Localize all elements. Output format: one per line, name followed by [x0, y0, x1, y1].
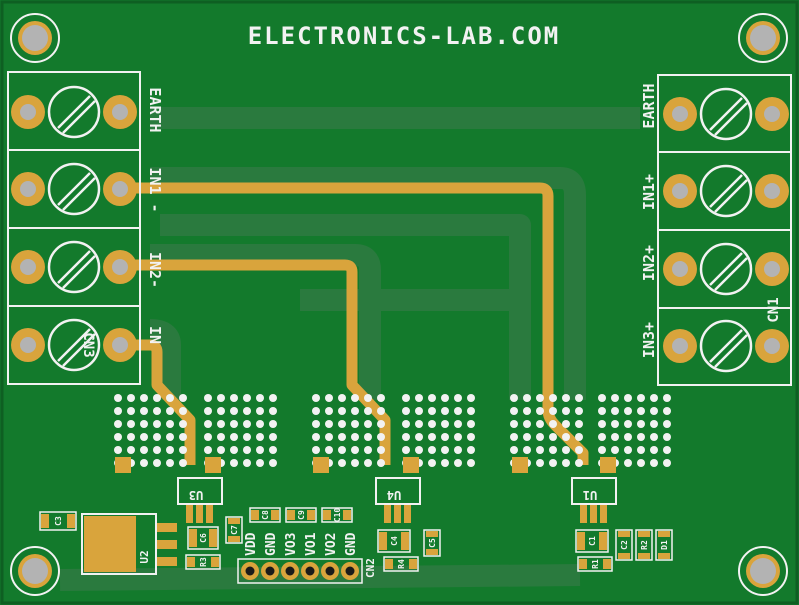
right-pin-label-1: EARTH [640, 83, 658, 128]
passive-c3: C3 [39, 511, 77, 531]
passive-r4: R4 [383, 556, 419, 572]
terminal-right-4 [663, 319, 789, 373]
passive-c10: C10 [321, 507, 353, 523]
passive-d1-label: D1 [660, 540, 669, 550]
passive-c1: C1 [575, 529, 609, 553]
header-pin-label-6: GND [344, 532, 359, 556]
terminal-right-2 [663, 164, 789, 218]
regulator-u2: U2 [81, 513, 177, 575]
terminal-left-3 [11, 240, 137, 294]
mounting-hole-top-right [738, 13, 788, 63]
passive-r2: R2 [635, 529, 653, 561]
header-ref: CN2 [364, 558, 377, 578]
header-pin-1: VDD [241, 532, 259, 580]
chip-u3: U3 [177, 477, 223, 523]
passive-c5: C5 [423, 529, 441, 557]
passive-c6-label: C6 [199, 533, 208, 543]
header-outline [237, 558, 363, 584]
passive-c8-label: C8 [261, 510, 270, 520]
passive-c6: C6 [187, 526, 219, 550]
passive-c10-label: C10 [333, 508, 342, 523]
passive-r1-label: R1 [591, 559, 600, 569]
header-pin-6: GND [341, 532, 359, 580]
terminal-left-2 [11, 162, 137, 216]
mounting-holes [10, 13, 788, 596]
passive-r4-label: R4 [397, 559, 406, 569]
header-pin-3: VO3 [281, 533, 299, 580]
header-pin-2: GND [261, 532, 279, 580]
terminal-left-1 [11, 85, 137, 139]
chip-u3-label: U3 [189, 488, 203, 502]
chip-u4-label: U4 [387, 488, 401, 502]
grid-corner-pads [115, 457, 616, 473]
passive-r2-label: R2 [640, 540, 649, 550]
header-pin-label-5: VO2 [324, 533, 339, 556]
passive-c1-label: C1 [588, 536, 597, 546]
passive-c5-label: C5 [428, 538, 437, 548]
right-pin-label-2: IN1+ [640, 174, 658, 210]
passive-c9: C9 [285, 507, 317, 523]
ground-pour-traces [59, 107, 640, 591]
header-pin-4: VO1 [301, 532, 319, 580]
left-pin-label-1: EARTH [146, 87, 164, 132]
terminal-block-right: CN1 EARTH IN1+ IN2+ IN3+ [640, 74, 792, 386]
passive-r3-label: R3 [199, 557, 208, 567]
left-pin-label-3: IN2- [146, 252, 164, 288]
right-pin-label-3: IN2+ [640, 245, 658, 281]
passive-d1: D1 [655, 529, 673, 561]
passive-r1: R1 [577, 556, 613, 572]
terminal-right-1 [663, 87, 789, 141]
header-cn2: CN2 VDD GND VO3 VO1 VO2 GND [237, 532, 377, 584]
passive-c4: C4 [377, 529, 411, 553]
passive-c7: C7 [225, 516, 243, 544]
mounting-hole-top-left [10, 13, 60, 63]
terminal-right-3 [663, 242, 789, 296]
left-pin-label-2: IN1 - [146, 167, 164, 212]
terminal-block-left: CN3 EARTH IN1 - IN2- IN [7, 71, 164, 385]
header-pin-label-1: VDD [244, 532, 259, 556]
passive-c3-label: C3 [54, 516, 63, 526]
left-pin-label-4: IN [146, 326, 164, 344]
passive-c8: C8 [249, 507, 281, 523]
dot-grid-6 [598, 394, 671, 467]
passive-c4-label: C4 [390, 536, 399, 546]
passive-c2-label: C2 [620, 540, 629, 550]
mounting-hole-bottom-right [738, 546, 788, 596]
header-pin-label-3: VO3 [284, 533, 299, 556]
header-pin-label-2: GND [264, 532, 279, 556]
header-pin-label-4: VO1 [304, 532, 319, 556]
header-pin-5: VO2 [321, 533, 339, 580]
mounting-hole-bottom-left [10, 546, 60, 596]
right-pin-label-4: IN3+ [640, 322, 658, 358]
passive-c9-label: C9 [297, 510, 306, 520]
regulator-u2-label: U2 [138, 550, 151, 563]
passive-c7-label: C7 [230, 525, 239, 535]
left-connector-ref: CN3 [80, 332, 96, 357]
board-title: ELECTRONICS-LAB.COM [248, 22, 561, 50]
chip-u1-label: U1 [583, 488, 597, 502]
passive-c2: C2 [615, 529, 633, 561]
chip-u4: U4 [375, 477, 421, 523]
right-connector-ref: CN1 [766, 297, 782, 322]
passive-r3: R3 [185, 554, 221, 570]
dot-grid-1 [114, 394, 187, 467]
chip-u1: U1 [571, 477, 617, 523]
terminal-left-4 [11, 318, 137, 372]
